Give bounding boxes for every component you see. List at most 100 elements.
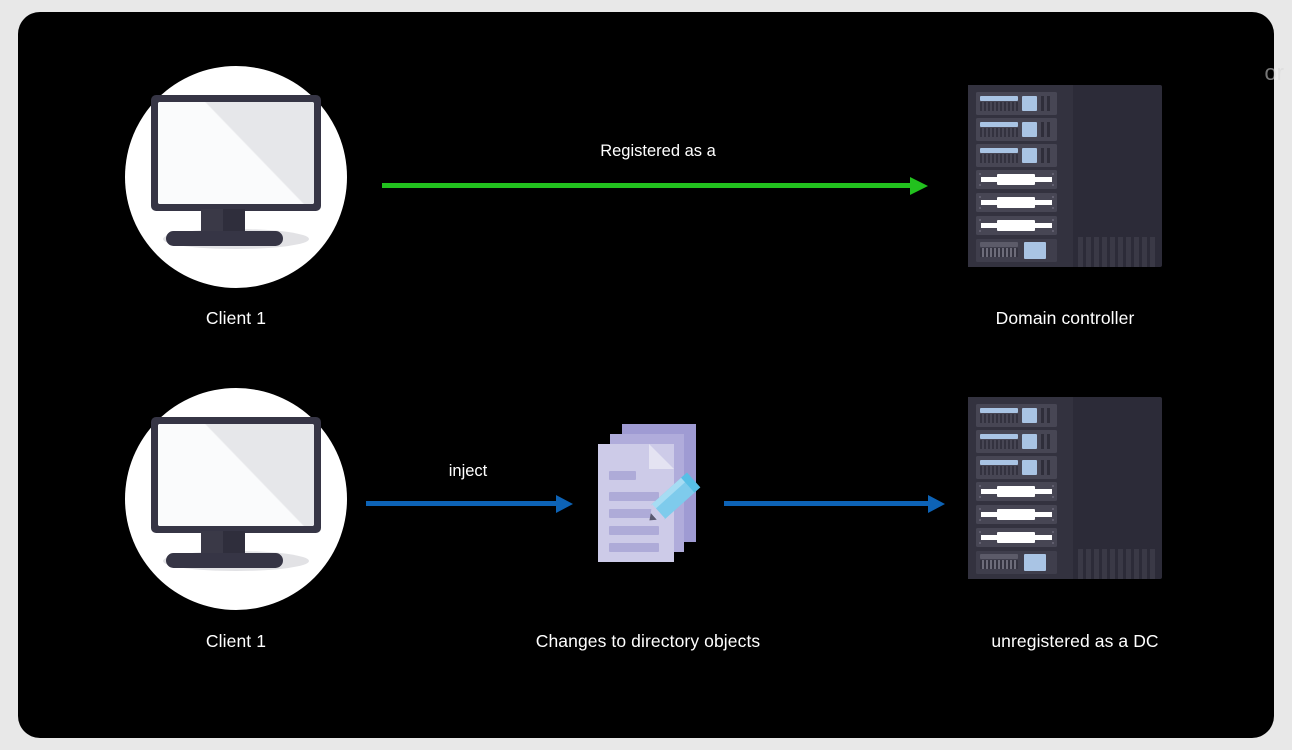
rack-indicator-bar [980,554,1018,559]
rack-slots [1041,121,1053,137]
rack-indicator-bar [980,242,1018,247]
arrow-shaft [382,183,914,188]
rack-indicator-bar [980,459,1018,465]
rack-screw [979,496,981,498]
rack-screw [979,485,981,487]
rack-slots [1041,459,1053,475]
rack-unit-disk-2 [976,430,1057,453]
monitor-neck-highlight [201,531,223,559]
rack-unit-blade-2 [976,505,1057,524]
rack-screw [1052,519,1054,521]
arrow-head [928,495,945,513]
rack-slots [1041,147,1053,163]
arrow-head [556,495,573,513]
client-monitor-bottom [125,388,347,610]
server-side-vents [1078,549,1156,579]
rack-indicator-bar [980,407,1018,413]
rack-screw [979,219,981,221]
rack-screw [979,184,981,186]
document-text-line [609,509,659,518]
rack-indicator-square [1022,407,1037,423]
rack-screw [1052,196,1054,198]
rack-screw [979,207,981,209]
rack-unit-disk-1 [976,92,1057,115]
monitor-base [166,553,283,568]
rack-screw [1052,485,1054,487]
arrow-changes-to-dc [724,495,948,513]
rack-screw [979,508,981,510]
rack-screw [1052,230,1054,232]
rack-indicator-square [1022,121,1037,137]
rack-slots [1041,407,1053,423]
arrow-inject [366,495,576,513]
rack-unit-disk-1 [976,404,1057,427]
arrow-registered-as-a [382,177,930,195]
rack-vents [980,102,1018,111]
rack-unit-disk-3 [976,144,1057,167]
server-front-panel [968,85,1073,267]
server-side-vents [1078,237,1156,267]
rack-vents [980,440,1018,449]
rack-vents [980,466,1018,475]
rack-screw [979,230,981,232]
client-monitor-top [125,66,347,288]
rack-indicator-square [1022,95,1037,111]
rack-indicator-square [1024,554,1046,571]
caption-domain-controller: Domain controller [995,308,1135,328]
rack-unit-disk-3 [976,456,1057,479]
rack-screw [1052,207,1054,209]
diagram-panel: Client 1 Registered as a [18,12,1274,738]
arrow-label-inject: inject [448,462,488,480]
document-text-line [609,543,659,552]
rack-screw [979,531,981,533]
edge-text-artifact: or [1264,60,1284,85]
monitor-glare [158,424,314,526]
rack-unit-controller [976,239,1057,262]
rack-blade [981,532,1052,543]
rack-blade [981,486,1052,497]
rack-screw [1052,184,1054,186]
monitor-bezel [151,417,321,533]
rack-unit-blade-3 [976,216,1057,235]
rack-blade [981,509,1052,520]
document-text-line [609,526,659,535]
rack-vents [980,248,1018,257]
rack-blade [981,174,1052,185]
rack-screw [1052,219,1054,221]
rack-unit-blade-3 [976,528,1057,547]
server-rack-top [968,85,1162,267]
rack-slots [1041,433,1053,449]
caption-unregistered-as-a-dc: unregistered as a DC [991,631,1159,651]
arrow-head [910,177,928,195]
caption-client-bottom: Client 1 [205,631,267,651]
rack-screw [979,542,981,544]
monitor-glare [158,102,314,204]
rack-unit-blade-1 [976,170,1057,189]
rack-unit-disk-2 [976,118,1057,141]
rack-indicator-square [1022,433,1037,449]
rack-vents [980,560,1018,569]
rack-screw [1052,508,1054,510]
monitor-screen [158,424,314,526]
rack-indicator-square [1022,147,1037,163]
monitor-screen [158,102,314,204]
rack-slots [1041,95,1053,111]
document-text-line [609,492,659,501]
rack-screw [1052,542,1054,544]
caption-changes-to-directory-objects: Changes to directory objects [535,631,761,651]
rack-vents [980,154,1018,163]
rack-screw [1052,173,1054,175]
rack-indicator-square [1024,242,1046,259]
rack-indicator-bar [980,95,1018,101]
rack-indicator-bar [980,433,1018,439]
rack-blade [981,197,1052,208]
rack-indicator-square [1022,459,1037,475]
caption-client-top: Client 1 [205,308,267,328]
arrow-label-registered: Registered as a [600,142,716,160]
arrow-shaft [724,501,932,506]
server-rack-bottom [968,397,1162,579]
rack-screw [979,196,981,198]
rack-screw [979,173,981,175]
arrow-shaft [366,501,560,506]
